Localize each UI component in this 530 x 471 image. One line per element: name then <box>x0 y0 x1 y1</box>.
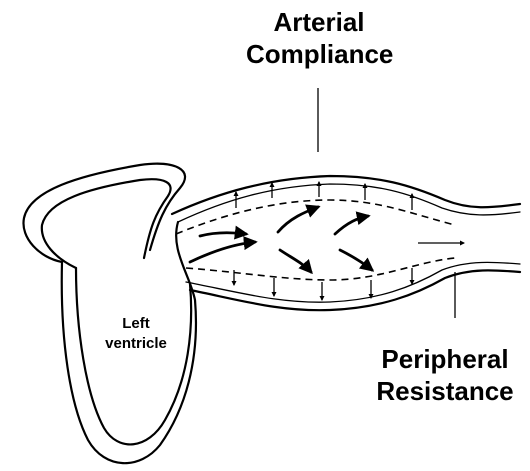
resistance-label-line2: Resistance <box>362 375 528 407</box>
left-atrium-shape <box>23 164 185 268</box>
resistance-label: Peripheral Resistance <box>362 343 528 407</box>
compliance-label-line1: Arterial <box>246 6 392 38</box>
compliance-arrows <box>234 182 412 300</box>
ventricle-label: Left ventricle <box>94 314 178 354</box>
resistance-label-line1: Peripheral <box>362 343 528 375</box>
ventricle-label-line1: Left <box>94 314 178 334</box>
compliance-label-line2: Compliance <box>246 38 392 70</box>
ventricle-label-line2: ventricle <box>94 334 178 354</box>
artery-tube <box>172 176 520 310</box>
compliance-label: Arterial Compliance <box>246 6 392 70</box>
